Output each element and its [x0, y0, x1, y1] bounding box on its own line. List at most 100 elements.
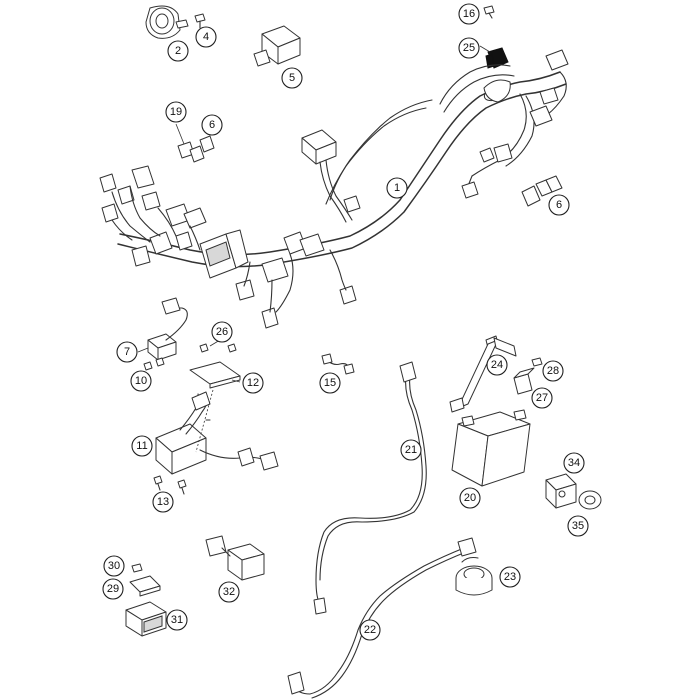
callout-34: 34: [563, 452, 585, 474]
callout-circle: [116, 341, 138, 363]
callout-12: 12: [242, 372, 264, 394]
callout-circle: [103, 555, 125, 577]
callout-label: 6: [209, 119, 215, 131]
grommet-part-35: [578, 490, 602, 510]
horn-part: [145, 5, 189, 39]
sensor-part-7: [137, 297, 188, 361]
callout-circle: [201, 114, 223, 136]
callout-31: 31: [166, 609, 188, 631]
callout-22: 22: [359, 619, 381, 641]
cable-part-22: [287, 537, 477, 699]
callout-circle: [458, 37, 480, 59]
screw-part-16: [483, 5, 495, 19]
callout-label: 5: [289, 72, 295, 84]
callout-35: 35: [567, 515, 589, 537]
callout-label: 25: [463, 42, 475, 54]
callout-16: 16: [458, 3, 480, 25]
screw-part-10: [143, 357, 165, 371]
callout-label: 23: [504, 571, 516, 583]
callout-circle: [211, 321, 233, 343]
callout-circle: [400, 439, 422, 461]
callout-6b: 6: [548, 194, 570, 216]
screw-part-13: [153, 475, 187, 495]
callout-label: 32: [223, 586, 235, 598]
callout-19: 19: [165, 101, 187, 123]
callout-26: 26: [211, 321, 233, 343]
callout-circle: [499, 566, 521, 588]
callout-circle: [167, 40, 189, 62]
callout-label: 27: [536, 392, 548, 404]
sensor-part-23: [455, 556, 493, 596]
callout-label: 26: [216, 326, 228, 338]
callout-label: 29: [107, 583, 119, 595]
callout-circle: [195, 26, 217, 48]
callout-4: 4: [195, 26, 217, 48]
callout-label: 11: [136, 440, 147, 452]
battery-strap-part-24: [449, 335, 517, 413]
callout-label: 13: [157, 496, 169, 508]
callout-7: 7: [116, 341, 138, 363]
callout-27: 27: [531, 387, 553, 409]
bracket-part-27: [513, 367, 535, 395]
callout-label: 30: [108, 560, 120, 572]
callout-label: 34: [568, 457, 580, 469]
callout-label: 7: [124, 346, 130, 358]
callout-circle: [218, 581, 240, 603]
callout-label: 28: [547, 365, 559, 377]
cable-part-21: [313, 361, 427, 615]
callout-label: 15: [324, 377, 336, 389]
callout-circle: [567, 515, 589, 537]
callout-label: 12: [247, 377, 259, 389]
callout-circle: [359, 619, 381, 641]
callout-circle: [458, 3, 480, 25]
callout-label: 4: [203, 31, 209, 43]
callout-label: 31: [171, 614, 183, 626]
callout-1: 1: [386, 177, 408, 199]
callout-circle: [242, 372, 264, 394]
callout-circle: [165, 101, 187, 123]
regulator-part-11: [155, 389, 279, 475]
bracket-part-29: [129, 575, 161, 597]
callout-30: 30: [103, 555, 125, 577]
callout-label: 20: [464, 492, 476, 504]
callout-15: 15: [319, 372, 341, 394]
callout-28: 28: [542, 360, 564, 382]
callout-circle: [281, 67, 303, 89]
callout-label: 24: [491, 359, 503, 371]
callout-25: 25: [458, 37, 480, 59]
callout-label: 22: [364, 624, 376, 636]
callout-21: 21: [400, 439, 422, 461]
callout-circle: [166, 609, 188, 631]
callout-circle: [548, 194, 570, 216]
bracket-part-12: [189, 361, 241, 389]
callout-label: 19: [170, 106, 182, 118]
callout-circle: [486, 354, 508, 376]
cable-part-15: [321, 353, 355, 375]
callout-10: 10: [130, 370, 152, 392]
callout-label: 1: [394, 182, 400, 194]
callout-circle: [102, 578, 124, 600]
relay-part-32: [205, 535, 265, 581]
callout-2: 2: [167, 40, 189, 62]
callout-circle: [131, 435, 153, 457]
callout-label: 10: [135, 375, 147, 387]
callout-5: 5: [281, 67, 303, 89]
connector-part-6-right: [521, 175, 563, 207]
callout-32: 32: [218, 581, 240, 603]
callout-13: 13: [152, 491, 174, 513]
bolt-part-4: [194, 13, 206, 29]
callout-circle: [531, 387, 553, 409]
connector-part-34: [545, 473, 577, 509]
screw-part-26: [199, 339, 237, 353]
callout-layer: 1245667101112131516192021222324252627282…: [102, 3, 589, 641]
callout-23: 23: [499, 566, 521, 588]
fuse-holder-part-19: [175, 123, 215, 163]
nut-part-30: [131, 563, 143, 573]
connector-part-25: [479, 45, 509, 69]
nut-part-28: [531, 357, 543, 367]
callout-6a: 6: [201, 114, 223, 136]
callout-label: 21: [405, 444, 417, 456]
callout-label: 16: [463, 8, 475, 20]
callout-circle: [563, 452, 585, 474]
